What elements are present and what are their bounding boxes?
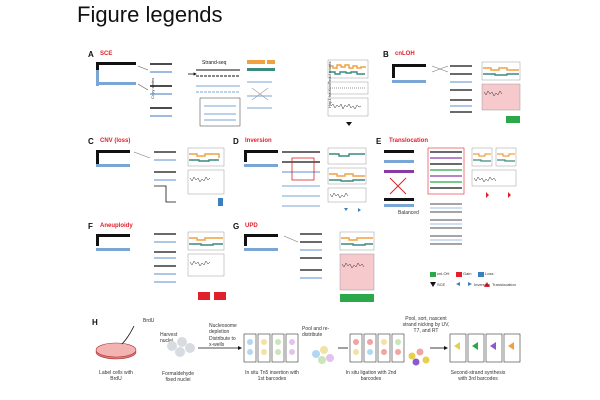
panel-b-diagram [392,61,521,123]
legend-gain-swatch [456,272,462,277]
pool-label: Pool and re-distribute [302,326,330,338]
distribute-label: Distribute to x-wells [209,336,236,348]
chromosome-pair [96,62,136,86]
panel-label-d: D [233,137,239,146]
track-plots-a [327,59,369,126]
panel-title-cnv-loss: CNV (loss) [100,138,131,144]
panel-label-h: H [92,318,98,327]
panel-title-translocation: Translocation [389,138,429,144]
panel-d-diagram [244,147,367,212]
tn5-label: In situ Tn5 insertion with 1st barcodes [245,370,299,382]
second-strand-label: Second-strand synthesis with 3rd barcode… [450,370,506,382]
wells-second-strand [449,333,521,363]
panel-label-a: A [88,50,94,59]
panel-label-b: B [383,50,389,59]
legend-inversion: Inversion [474,282,491,287]
strand-seq-box [188,69,241,127]
panel-c-diagram [96,147,225,206]
legend-cnloh-swatch [430,272,436,277]
petri-dish [95,325,137,360]
strand-reads [247,60,275,109]
legend-cnloh: cnLOH [437,271,450,276]
fixed-nuclei-label: Formaldehyde fixed nuclei [162,371,194,383]
fixed-nuclei [167,337,195,357]
panel-f-diagram [96,231,226,300]
panel-title-upd: UPD [245,223,258,229]
panel-g-diagram [244,231,375,302]
legend-loss: Loss [485,271,494,276]
ligation-label: In situ ligation with 2nd barcodes [345,370,397,382]
panel-e-diagram [384,147,517,245]
panel-h-workflow [95,325,521,366]
track-label-reads-a: Read counts [327,61,332,84]
legend-loss-swatch [478,272,484,277]
track-label-hap-a: Hap1 fraction [327,84,332,108]
copy-state-lines [137,63,172,117]
panel-label-f: F [88,222,93,231]
legend-sce: SCE [437,282,446,287]
panel-title-inversion: Inversion [245,138,272,144]
panel-title-aneuploidy: Aneuploidy [100,223,133,229]
panel-title-sce: SCE [100,51,113,57]
legend-sce-marker [430,282,436,287]
legend-gain: Gain [463,271,472,276]
legend-translocation-marker [484,282,490,287]
pooled-nuclei [312,346,334,364]
legend-inversion-marker [456,282,472,286]
strand-seq-label: Strand-seq [202,60,227,66]
wells-ligation [349,333,405,363]
panel-label-g: G [233,222,240,231]
balanced-label: Balanced [398,210,419,216]
legend-translocation: Translocation [492,282,516,287]
harvest-label: Harvest nuclei [160,332,178,344]
panel-label-c: C [88,137,94,146]
pool-sort-label: Pool, sort, nascent strand nicking by UV… [402,316,450,334]
panel-title-cnloh: cnLOH [395,51,415,57]
legend-swatches [430,272,490,287]
brdu-label: BrdU [143,318,155,324]
sorted-nuclei [408,348,430,366]
panel-label-e: E [376,137,382,146]
page-title: Figure legends [77,2,223,27]
panel-a-diagram [96,59,369,127]
nucleosome-label: Nucleosome depletion [209,323,237,335]
label-cells-label: Label cells with BrdU [99,370,133,382]
wells-tn5 [243,333,299,363]
